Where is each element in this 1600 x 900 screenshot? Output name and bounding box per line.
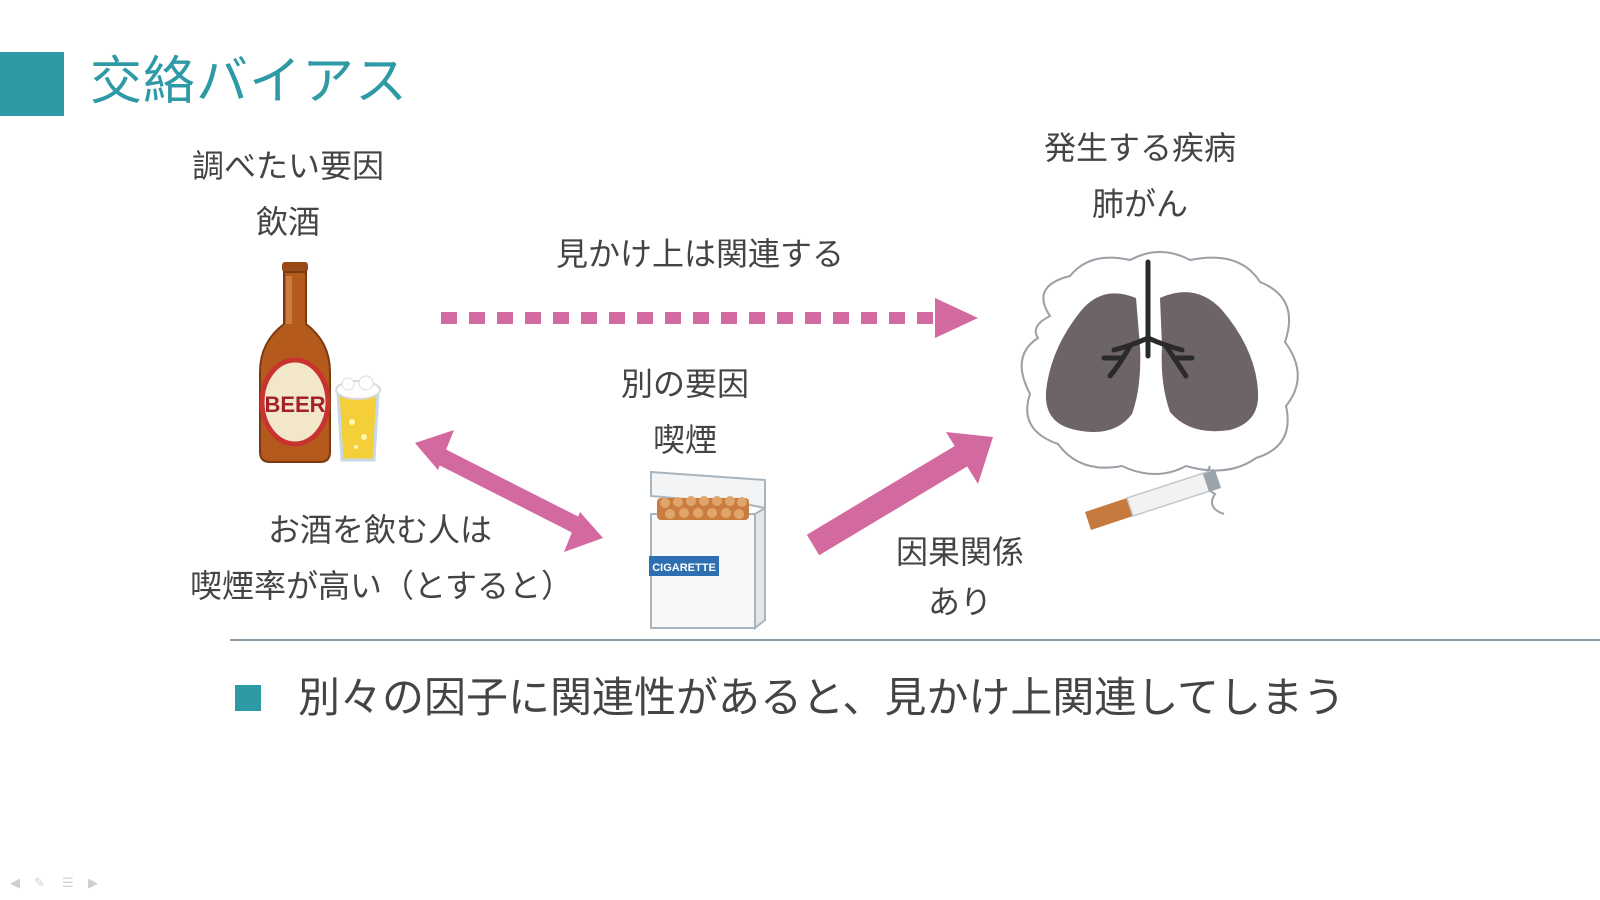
association-label-line1: お酒を飲む人は <box>267 511 492 549</box>
confounder-heading: 別の要因 <box>620 365 749 403</box>
cigarette-label-text: CIGARETTE <box>652 562 716 574</box>
next-slide-icon[interactable]: ▶ <box>88 876 98 891</box>
previous-slide-icon[interactable]: ◀ <box>10 876 20 891</box>
exposure-heading: 調べたい要因 <box>191 147 384 185</box>
diseased-lungs-icon <box>1020 251 1299 515</box>
causal-label-line1: 因果関係 <box>895 533 1024 571</box>
menu-icon[interactable]: ☰ <box>62 876 74 891</box>
beer-bottle-icon: BEER <box>259 262 381 463</box>
association-label-line2: 喫煙率が高い（とすると） <box>190 567 574 605</box>
title-accent-square <box>0 52 64 116</box>
bullet-square-icon <box>235 685 261 711</box>
divider-line <box>230 639 1600 641</box>
outcome-heading: 発生する疾病 <box>1043 129 1236 167</box>
outcome-name: 肺がん <box>1091 185 1188 223</box>
pen-tool-icon[interactable]: ✎ <box>34 876 45 891</box>
causal-label-line2: あり <box>927 583 992 621</box>
confounder-name: 喫煙 <box>652 421 717 459</box>
apparent-association-label: 見かけ上は関連する <box>555 235 844 273</box>
beer-label-text: BEER <box>264 392 325 417</box>
bullet-text: 別々の因子に関連性があると、見かけ上関連してしまう <box>298 673 1346 722</box>
slide-title: 交絡バイアス <box>90 52 409 112</box>
exposure-name: 飲酒 <box>255 203 320 241</box>
cigarette-pack-icon: CIGARETTE <box>649 470 766 631</box>
cigarette-stick-icon <box>1085 470 1221 530</box>
